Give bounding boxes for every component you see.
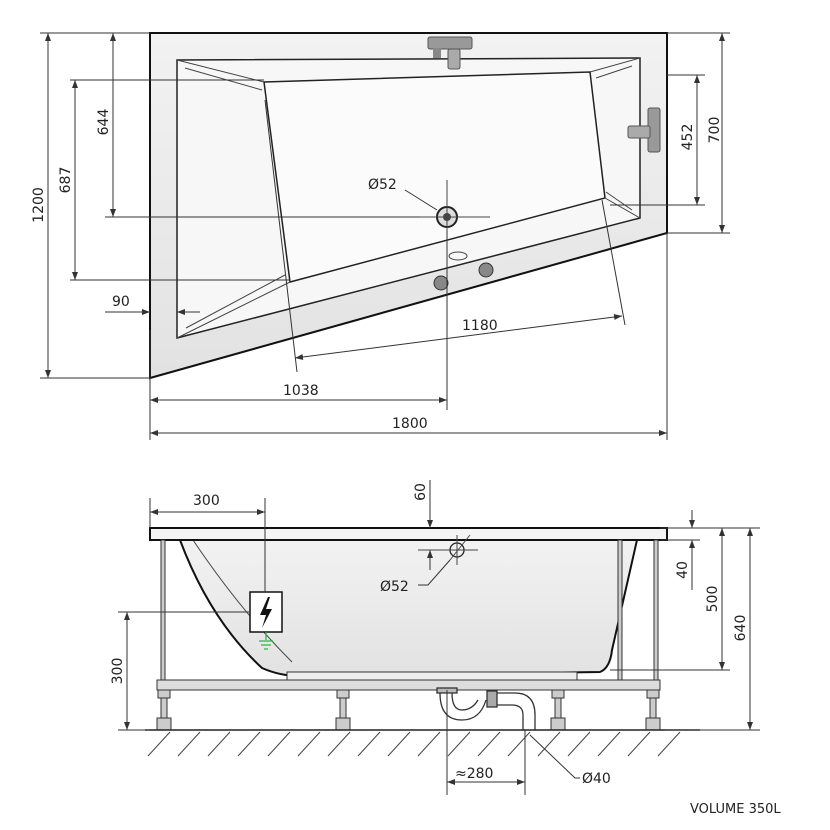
jet-icon [478, 262, 494, 278]
hatch-line [627, 731, 651, 757]
dim-1038: 1038 [283, 383, 319, 399]
hatch-line [597, 731, 621, 757]
dim-drain-diameter: Ø52 [368, 177, 397, 193]
dim-overflow-diameter: Ø52 [380, 579, 409, 595]
hatch-line [207, 731, 231, 757]
dim-1180: 1180 [462, 318, 498, 334]
hatch-line [387, 731, 411, 757]
hatch-line [177, 731, 201, 757]
hatch-line [147, 731, 171, 757]
dim-1800: 1800 [392, 416, 428, 432]
dim-60: 60 [413, 483, 429, 501]
faucet-side [627, 107, 661, 153]
electrical-box [249, 591, 283, 650]
volume-label: VOLUME 350L [690, 802, 781, 817]
faucet-top [427, 36, 473, 70]
dim-644: 644 [96, 109, 112, 136]
dim-300-vertical: 300 [110, 658, 126, 685]
hatch-line [237, 731, 261, 757]
dim-687: 687 [58, 167, 74, 194]
hatch-line [357, 731, 381, 757]
dim-40: 40 [675, 561, 691, 579]
dim-500: 500 [705, 586, 721, 613]
dim-300-horizontal: 300 [193, 493, 220, 509]
hatch-line [567, 731, 591, 757]
dim-90: 90 [112, 294, 130, 310]
floor-hatching [147, 731, 681, 757]
tub-rim-side [149, 527, 668, 541]
dim-1200: 1200 [31, 187, 47, 223]
dim-640: 640 [733, 615, 749, 642]
hatch-line [537, 731, 561, 757]
dim-700: 700 [707, 117, 723, 144]
hatch-line [417, 731, 441, 757]
dim-waste-diameter: Ø40 [582, 771, 611, 787]
hatch-line [327, 731, 351, 757]
top-view: 1200 687 644 90 452 700 Ø52 1180 1038 18… [31, 32, 730, 440]
frame-rail [156, 679, 661, 691]
dim-452: 452 [680, 124, 696, 151]
dim-280: ≈280 [455, 766, 493, 782]
siphon [436, 687, 536, 730]
hatch-line [507, 731, 531, 757]
ground-icon [259, 632, 273, 650]
lightning-icon [260, 597, 272, 628]
frame-legs [156, 539, 661, 731]
hatch-line [447, 731, 471, 757]
tub-body-side [178, 539, 639, 678]
hatch-line [657, 731, 681, 757]
side-view: 300 60 Ø52 40 500 640 300 ≈280 Ø40 [110, 480, 760, 795]
hatch-line [267, 731, 291, 757]
hatch-line [297, 731, 321, 757]
jet-icon [433, 275, 449, 291]
hatch-line [477, 731, 501, 757]
